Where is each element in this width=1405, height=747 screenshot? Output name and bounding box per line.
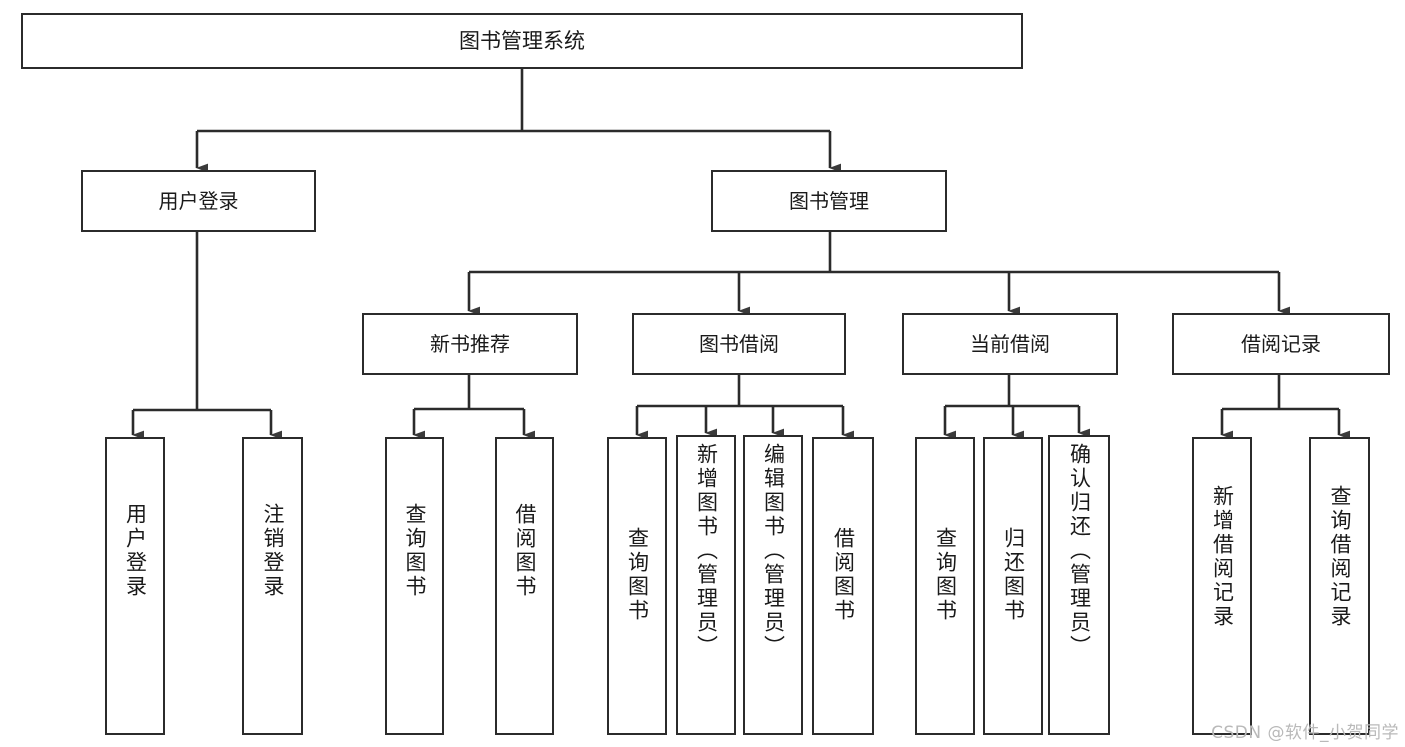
node-leaf-logout-login[interactable]: 注销登录 [242, 437, 303, 735]
node-leaf-return-book[interactable]: 归还图书 [983, 437, 1043, 735]
node-book-borrow[interactable]: 图书借阅 [632, 313, 846, 375]
node-leaf-query-book-2[interactable]: 查询图书 [607, 437, 667, 735]
node-leaf-query-record-label: 查询借阅记录 [1328, 485, 1352, 629]
node-book-manage-label: 图书管理 [789, 188, 869, 213]
node-leaf-edit-book[interactable]: 编辑图书（管理员） [743, 435, 803, 735]
node-leaf-add-record-label: 新增借阅记录 [1210, 485, 1235, 629]
node-leaf-edit-book-label: 编辑图书（管理员） [761, 443, 786, 659]
node-leaf-borrow-book-2[interactable]: 借阅图书 [812, 437, 874, 735]
node-leaf-user-login-label: 用户登录 [123, 503, 148, 599]
node-new-book-recommend[interactable]: 新书推荐 [362, 313, 578, 375]
node-leaf-query-book-1[interactable]: 查询图书 [385, 437, 444, 735]
node-current-borrow-label: 当前借阅 [970, 331, 1050, 356]
node-user-login-label: 用户登录 [158, 188, 239, 213]
node-book-borrow-label: 图书借阅 [699, 331, 779, 356]
node-leaf-confirm-return-label: 确认归还（管理员） [1067, 443, 1092, 659]
node-user-login[interactable]: 用户登录 [81, 170, 316, 232]
node-leaf-add-book-label: 新增图书（管理员） [694, 443, 719, 659]
node-borrow-record-label: 借阅记录 [1241, 331, 1321, 356]
node-new-book-recommend-label: 新书推荐 [430, 331, 510, 356]
node-leaf-add-book[interactable]: 新增图书（管理员） [676, 435, 736, 735]
node-book-manage[interactable]: 图书管理 [711, 170, 947, 232]
node-leaf-borrow-book-1[interactable]: 借阅图书 [495, 437, 554, 735]
node-root-label: 图书管理系统 [459, 28, 585, 53]
node-leaf-borrow-book-1-label: 借阅图书 [513, 503, 537, 599]
node-current-borrow[interactable]: 当前借阅 [902, 313, 1118, 375]
node-root[interactable]: 图书管理系统 [21, 13, 1023, 69]
node-leaf-confirm-return[interactable]: 确认归还（管理员） [1048, 435, 1110, 735]
node-leaf-add-record[interactable]: 新增借阅记录 [1192, 437, 1252, 735]
node-leaf-query-record[interactable]: 查询借阅记录 [1309, 437, 1370, 735]
node-leaf-query-book-3[interactable]: 查询图书 [915, 437, 975, 735]
watermark-text: CSDN @软件_小贺同学 [1211, 723, 1399, 743]
node-leaf-return-book-label: 归还图书 [1001, 527, 1026, 623]
node-leaf-user-login[interactable]: 用户登录 [105, 437, 165, 735]
node-leaf-logout-login-label: 注销登录 [261, 503, 285, 599]
node-leaf-query-book-1-label: 查询图书 [403, 503, 427, 599]
node-leaf-borrow-book-2-label: 借阅图书 [831, 527, 856, 623]
node-borrow-record[interactable]: 借阅记录 [1172, 313, 1390, 375]
node-leaf-query-book-3-label: 查询图书 [933, 527, 958, 623]
node-leaf-query-book-2-label: 查询图书 [625, 527, 650, 623]
